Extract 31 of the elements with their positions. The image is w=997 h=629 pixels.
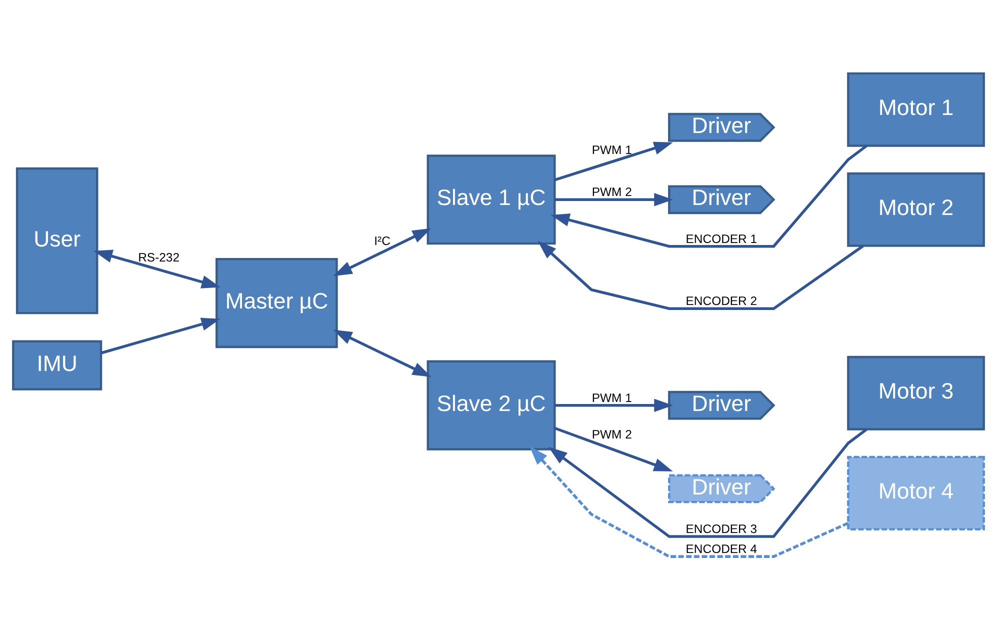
node-box: Master µC: [216, 258, 338, 348]
arrow: [538, 240, 864, 310]
edge-label: PWM 2: [592, 426, 632, 441]
node-box: Motor 3: [847, 355, 985, 430]
node-box: Slave 2 µC: [426, 360, 556, 450]
arrow: [550, 144, 868, 248]
arrow: [554, 141, 673, 181]
arrow: [333, 329, 432, 377]
node-box: Motor 4: [847, 455, 985, 530]
node-box: Motor 2: [847, 172, 985, 246]
arrow: [554, 192, 674, 206]
edge-label: PWM 1: [592, 142, 632, 156]
arrow: [100, 317, 220, 354]
edge-label: PWM 1: [592, 390, 632, 404]
edge-label: ENCODER 2: [686, 294, 758, 308]
edge-label: ENCODER 4: [686, 541, 758, 556]
node-box: Motor 1: [847, 72, 985, 146]
arrow: [554, 398, 674, 412]
arrow: [548, 428, 868, 538]
arrow: [554, 426, 673, 471]
arrow: [94, 249, 220, 288]
edge-label: ENCODER 3: [686, 521, 758, 536]
node-box: Slave 1 µC: [426, 154, 556, 244]
arrow: [530, 446, 849, 558]
arrow: [333, 228, 432, 276]
node-box: User: [16, 166, 98, 314]
edge-label: PWM 2: [592, 184, 632, 199]
edge-label: RS-232: [138, 250, 180, 264]
edge-label: I²C: [374, 234, 390, 248]
node-box: IMU: [12, 340, 102, 390]
edge-label: ENCODER 1: [686, 231, 758, 246]
